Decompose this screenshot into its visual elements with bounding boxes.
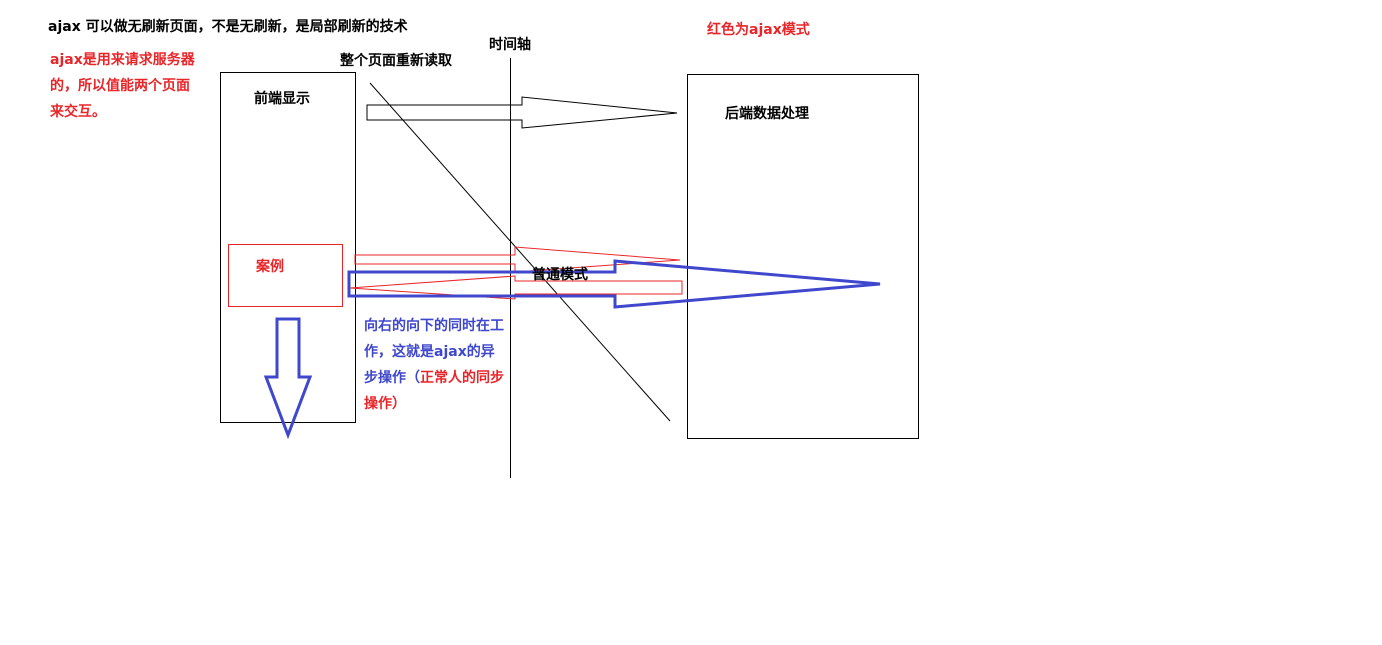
red-arrow-left <box>349 275 683 300</box>
full-reload-label: 整个页面重新读取 <box>340 53 452 69</box>
timeline-label: 时间轴 <box>489 37 531 53</box>
red-legend-note: 红色为ajax模式 <box>707 22 810 38</box>
async-note-blue: 向右的向下的同时在工作，这就是ajax的异步操作（ <box>364 318 504 386</box>
frontend-label: 前端显示 <box>254 91 310 107</box>
red-arrow-right <box>354 246 681 273</box>
blue-arrow-right <box>347 259 881 309</box>
page-title: ajax 可以做无刷新页面，不是无刷新，是局部刷新的技术 <box>48 19 408 35</box>
normal-mode-label: 普通模式 <box>532 267 588 283</box>
async-note: 向右的向下的同时在工作，这就是ajax的异步操作（正常人的同步操作） <box>364 313 506 417</box>
blue-arrow-down <box>263 317 313 440</box>
async-note-red: 正常人的同步操作） <box>364 370 504 412</box>
frontend-box <box>220 72 356 423</box>
case-box <box>228 244 343 307</box>
backend-box <box>687 74 919 439</box>
full-reload-arrow <box>366 96 678 129</box>
diagonal-line <box>369 82 671 422</box>
backend-label: 后端数据处理 <box>725 106 809 122</box>
case-label: 案例 <box>256 259 284 275</box>
ajax-purpose-note: ajax是用来请求服务器的，所以值能两个页面来交互。 <box>50 52 195 120</box>
